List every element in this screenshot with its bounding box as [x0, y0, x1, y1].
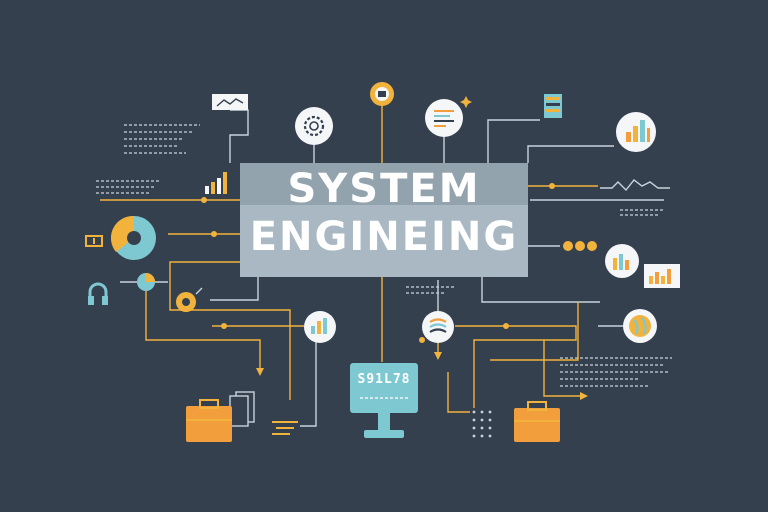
chart-circle-icon [605, 244, 639, 278]
pie-chart-icon [110, 215, 156, 260]
rising-bars-icon [205, 172, 227, 194]
connector-abacus [487, 119, 540, 163]
dollar-icon [85, 235, 103, 247]
lines-icon [272, 421, 298, 435]
bar-chart-circle-icon [304, 311, 336, 343]
title-line-2: ENGINEING [249, 214, 519, 260]
text-block-bottom-right [560, 357, 672, 387]
settings-cog-icon [176, 287, 203, 312]
arrowheads [256, 352, 588, 400]
connector-left-outer [145, 290, 261, 372]
sparkle-icon [460, 96, 472, 108]
globe-icon [623, 309, 657, 343]
connector-bottom-right [543, 340, 584, 397]
abacus-icon [544, 94, 562, 118]
title-band [240, 163, 528, 205]
document-list-icon [425, 99, 463, 137]
waveform-icon [600, 179, 670, 192]
mini-pie-icon [137, 273, 155, 291]
briefcase-icon [514, 401, 560, 442]
file-stack-icon [229, 391, 255, 427]
title-line-1: SYSTEM [287, 166, 481, 212]
connector-nodes [201, 183, 555, 343]
coin-icon [370, 82, 394, 106]
line-chart-card-icon [212, 94, 248, 110]
text-block-center-bottom [406, 286, 456, 294]
monitor-icon [350, 363, 418, 438]
connector-right-inner [481, 277, 600, 303]
title-panel: SYSTEM ENGINEING [240, 163, 528, 277]
text-block-top-left [124, 124, 200, 154]
connector-barchart [527, 145, 614, 163]
analytics-card-icon [644, 264, 680, 288]
gear-icon [295, 107, 333, 145]
connector-lines [100, 106, 664, 427]
text-block-left [96, 180, 160, 194]
connector-briefcase [490, 302, 579, 361]
text-block-right [620, 209, 664, 216]
flag-icon [422, 311, 454, 343]
connector-right-loop [455, 325, 577, 408]
connector-lower-left [447, 372, 470, 413]
connector-linechart [229, 109, 249, 163]
monitor-code: S91L78 [357, 372, 411, 387]
headphones-icon [88, 282, 108, 305]
bar-chart-icon [616, 112, 656, 152]
dots-icon [563, 241, 597, 251]
connector-cog [210, 277, 259, 301]
connector-left-loop [169, 261, 291, 400]
briefcase-icon [186, 399, 232, 442]
dot-grid-icon [472, 410, 492, 438]
connector-files [300, 340, 317, 427]
